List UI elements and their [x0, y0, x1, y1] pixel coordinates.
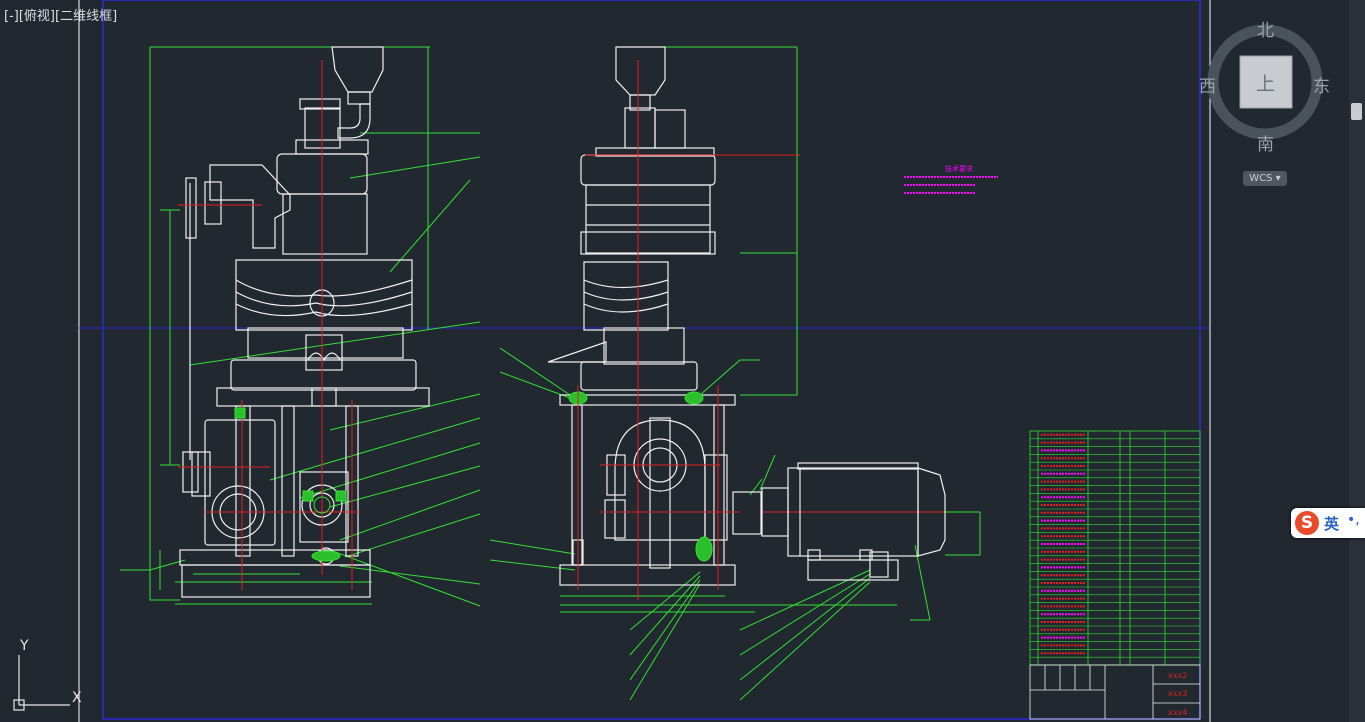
- ucs-x-label: X: [72, 690, 82, 706]
- title-block-rev2: xxx3: [1168, 689, 1187, 698]
- title-block-rev3: xxx4: [1168, 708, 1187, 717]
- compass-east[interactable]: 东: [1313, 77, 1330, 97]
- title-block-rev1: xxx2: [1168, 671, 1187, 680]
- ucs-icon: [13, 655, 70, 711]
- sogou-logo-icon[interactable]: S: [1295, 511, 1319, 535]
- technical-notes: 技术要求: [904, 164, 998, 194]
- ime-punctuation-toggle[interactable]: •,: [1347, 512, 1360, 528]
- viewcube[interactable]: 北 南 东 西 上: [1199, 14, 1335, 164]
- ime-toolbar[interactable]: S 英 •,: [1291, 508, 1365, 538]
- vertical-scrollbar[interactable]: [1349, 0, 1365, 722]
- wcs-menu-button[interactable]: WCS ▾: [1243, 171, 1287, 186]
- compass-north[interactable]: 北: [1257, 21, 1274, 41]
- side-view: [489, 46, 981, 701]
- side-view-machine: [547, 46, 946, 586]
- view-control[interactable]: [俯视]: [18, 9, 55, 24]
- scrollbar-thumb[interactable]: [1351, 103, 1362, 120]
- side-view-centerlines: [577, 60, 800, 600]
- ime-language-toggle[interactable]: 英: [1324, 515, 1340, 533]
- title-block: [1029, 664, 1201, 720]
- front-view-centerlines: [178, 60, 360, 590]
- front-view-machine: [179, 46, 430, 598]
- compass-south[interactable]: 南: [1257, 135, 1274, 155]
- parts-list-rows: [1030, 433, 1200, 658]
- visual-style-control[interactable]: [二维线框]: [55, 9, 118, 24]
- ucs-y-label: Y: [19, 638, 29, 654]
- highlighted-bolts: [234, 391, 713, 562]
- front-view: [120, 46, 481, 607]
- viewcube-top-face[interactable]: 上: [1256, 73, 1276, 95]
- notes-title: 技术要求: [945, 164, 973, 173]
- viewport-minimize-control[interactable]: [-]: [4, 9, 19, 24]
- wcs-label: WCS: [1249, 173, 1273, 184]
- viewport-controls[interactable]: [-][俯视][二维线框]: [4, 5, 117, 24]
- compass-west[interactable]: 西: [1199, 77, 1216, 97]
- layout-frame: [102, 0, 1201, 720]
- viewcube-ring[interactable]: [1205, 14, 1335, 164]
